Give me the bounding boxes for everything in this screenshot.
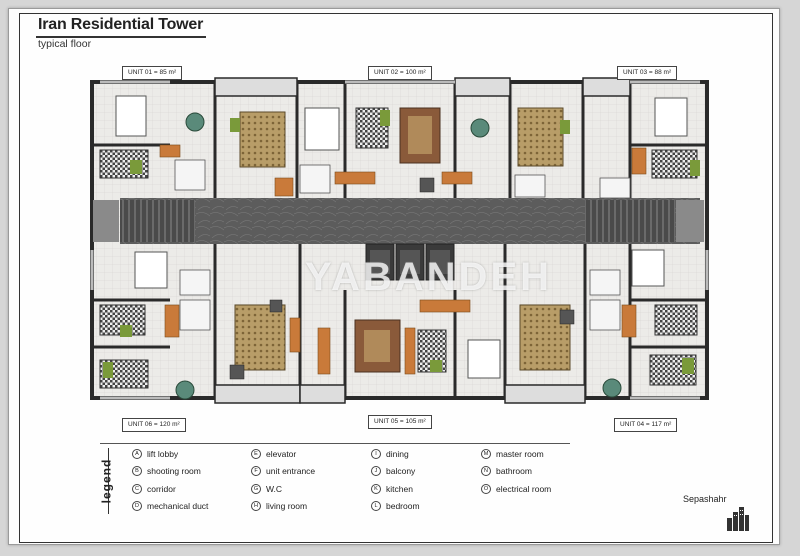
legend-title: legend	[99, 458, 114, 504]
stair-right	[585, 200, 675, 242]
bathrooms	[174, 159, 631, 331]
elevator-bank	[365, 243, 455, 281]
unit-02-label: UNIT 02 = 100 m²	[368, 66, 432, 80]
unit-04-label: UNIT 04 = 117 m²	[614, 418, 678, 432]
windows	[90, 80, 709, 400]
unit-03-label: UNIT 03 = 88 m²	[617, 66, 678, 80]
shaft-right	[676, 200, 704, 242]
living-rooms	[234, 107, 571, 373]
stair-left	[120, 200, 195, 242]
dining-tables	[229, 177, 575, 380]
drawing-title: Iran Residential Tower	[38, 16, 204, 33]
unit-05-label: UNIT 05 = 105 m²	[368, 415, 432, 429]
chairs	[103, 110, 700, 378]
shaft-left	[93, 200, 119, 242]
unit-01-label: UNIT 01 = 85 m²	[122, 66, 183, 80]
drawing-subtitle: typical floor	[38, 38, 92, 50]
unit-06-label: UNIT 06 = 120 m²	[122, 418, 186, 432]
legend-divider	[100, 443, 570, 444]
balconies	[214, 77, 631, 404]
legend-title-box: legend	[99, 448, 131, 514]
brand-name: Sepashahr	[683, 494, 727, 504]
furniture	[159, 144, 647, 375]
building-logo-icon	[727, 507, 749, 531]
kitchen-markers	[175, 112, 622, 400]
watermark-text: YABANDEH	[305, 255, 553, 299]
title-underline	[36, 36, 206, 38]
